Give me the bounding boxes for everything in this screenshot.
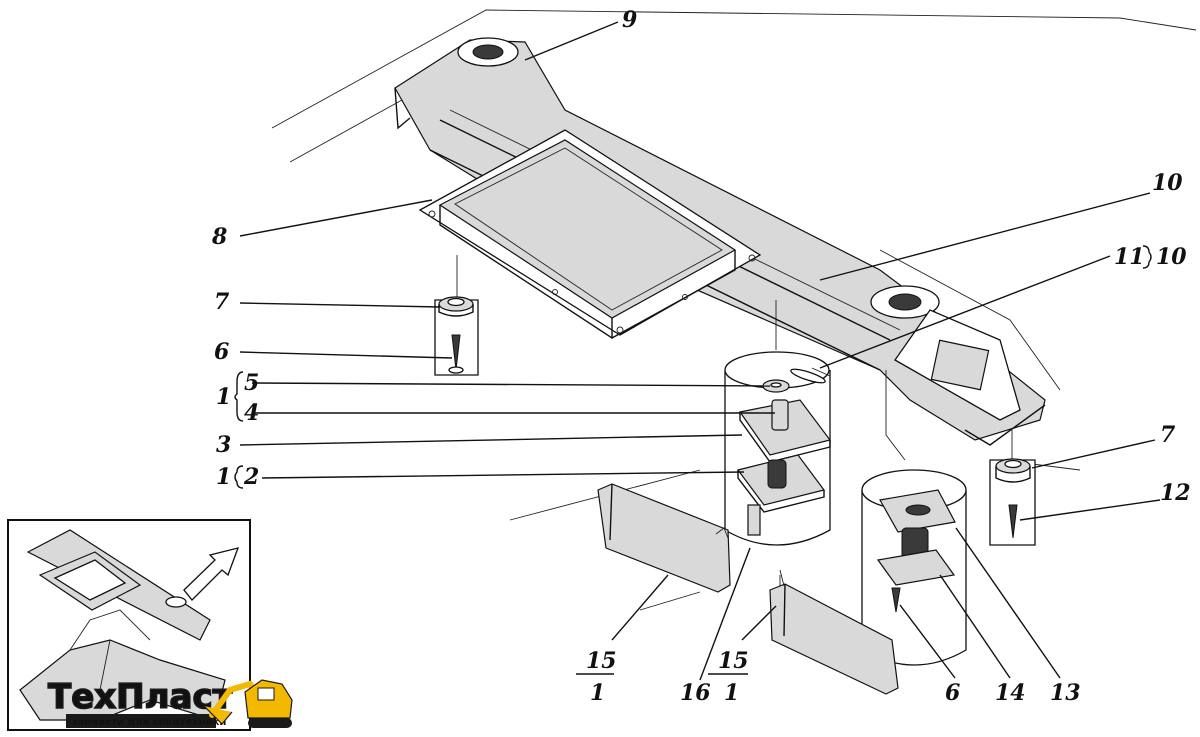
- callout-6-left: 6: [214, 339, 229, 365]
- grouping-brackets: [234, 245, 1152, 489]
- callout-3: 3: [216, 432, 231, 458]
- callout-8: 8: [211, 224, 227, 250]
- explode-guide-lines: [456, 255, 1013, 590]
- sun-visor-right: [769, 569, 899, 695]
- detail-washer-screw-left: [434, 296, 479, 376]
- fraction-right-numerator: 15: [718, 648, 749, 674]
- callout-1-second: 1: [216, 464, 231, 490]
- callout-9: 9: [622, 7, 637, 33]
- detail-pivot-stack: [724, 351, 832, 546]
- hatch-frame: [418, 129, 762, 340]
- brand-watermark: ТехПласт запчасти для спецтехники: [47, 676, 293, 728]
- watermark-tagline: запчасти для спецтехники: [72, 717, 226, 728]
- callout-4: 4: [244, 400, 259, 426]
- sun-visor-left: [597, 483, 731, 593]
- callout-11: 11: [1114, 244, 1145, 270]
- callout-labels: 9 10 8 11 10 7 6 5 1 4 3 1 2 7 12 16 6 1…: [211, 7, 1191, 706]
- fraction-right-denominator: 1: [724, 680, 739, 706]
- fraction-left-numerator: 15: [586, 648, 617, 674]
- callout-16: 16: [680, 680, 711, 706]
- watermark-brand-name: ТехПласт: [48, 677, 233, 717]
- callout-14: 14: [995, 680, 1026, 706]
- callout-10: 10: [1152, 170, 1183, 196]
- callout-2: 2: [243, 464, 259, 490]
- callout-10-ref: 10: [1156, 244, 1187, 270]
- locator-inset: [7, 519, 251, 731]
- callout-7-right: 7: [1160, 422, 1176, 448]
- fraction-left-denominator: 1: [590, 680, 605, 706]
- locator-arrow-icon: [183, 547, 240, 601]
- callout-5: 5: [244, 370, 259, 396]
- detail-bracket-stack: [861, 469, 967, 666]
- excavator-logo-icon: [203, 679, 293, 728]
- callout-12: 12: [1160, 480, 1191, 506]
- callout-13: 13: [1050, 680, 1081, 706]
- leader-lines: [239, 21, 1161, 681]
- callout-6-right: 6: [945, 680, 960, 706]
- callout-7-left: 7: [214, 289, 230, 315]
- detail-washer-screw-right: [989, 458, 1036, 546]
- callout-1-group: 1: [216, 384, 231, 410]
